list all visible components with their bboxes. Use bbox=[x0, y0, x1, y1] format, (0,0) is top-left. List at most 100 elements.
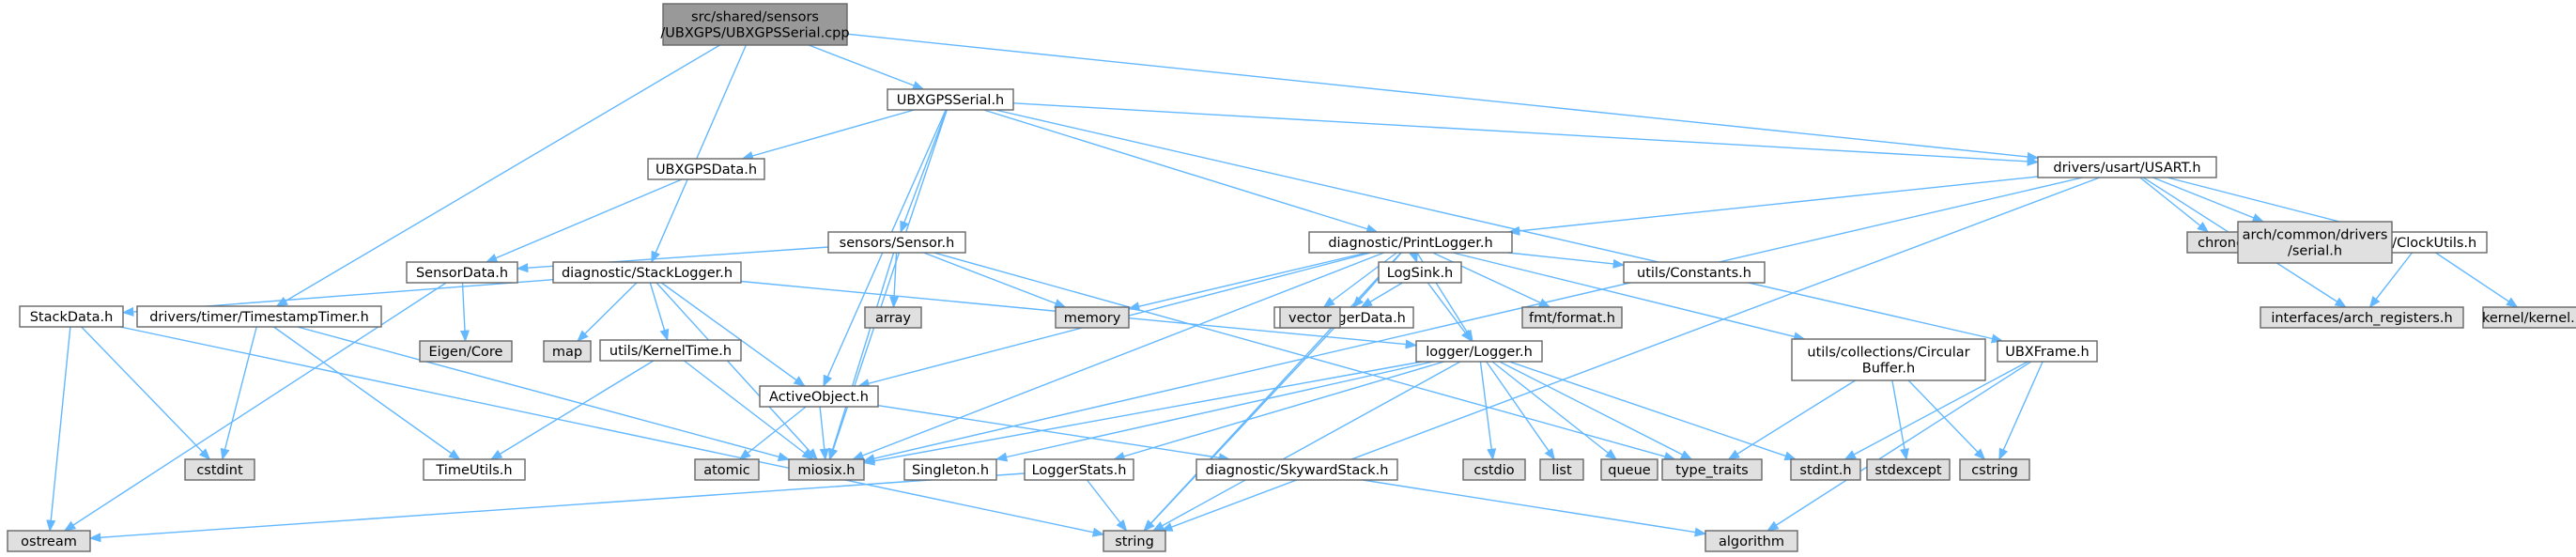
edge-kerneltime-to-miosix bbox=[683, 360, 814, 460]
node-label: StackData.h bbox=[30, 310, 114, 325]
node-constants[interactable]: utils/Constants.h bbox=[1623, 261, 1766, 284]
node-label: utils/collections/Circular bbox=[1807, 346, 1969, 361]
node-box-array bbox=[864, 306, 922, 329]
edge-ubxframe-to-cstring bbox=[1998, 361, 2044, 461]
node-ubxserial[interactable]: UBXGPSSerial.h bbox=[887, 88, 1014, 111]
node-box-memory bbox=[1055, 306, 1130, 329]
node-box-timeutils bbox=[423, 458, 526, 481]
edge-ubxserial-to-printlogger bbox=[983, 109, 1379, 234]
node-logger[interactable]: logger/Logger.h bbox=[1415, 340, 1543, 363]
node-label: logger/Logger.h bbox=[1426, 345, 1533, 360]
edge-timestamp-to-miosix bbox=[297, 326, 791, 462]
edge-sensordata-to-ostream bbox=[63, 282, 447, 532]
node-label: cstdio bbox=[1473, 463, 1514, 478]
node-stdinth: stdint.h bbox=[1790, 458, 1861, 481]
edge-sensor-to-memory bbox=[923, 252, 1067, 308]
node-label: /UBXGPS/UBXGPSSerial.cpp bbox=[660, 26, 849, 41]
edge-logger-to-string bbox=[1151, 361, 1461, 532]
node-memory: memory bbox=[1055, 306, 1130, 329]
node-cstring: cstring bbox=[1959, 458, 2030, 481]
edge-logger-to-typetraits bbox=[1499, 361, 1693, 460]
node-root[interactable]: src/shared/sensors/UBXGPS/UBXGPSSerial.c… bbox=[660, 3, 850, 46]
node-timestamp[interactable]: drivers/timer/TimestampTimer.h bbox=[136, 305, 382, 328]
edge-circular-to-cstring bbox=[1907, 379, 1986, 460]
node-skyward[interactable]: diagnostic/SkywardStack.h bbox=[1195, 458, 1398, 481]
node-serialh: arch/common/drivers/serial.h bbox=[2237, 221, 2393, 264]
node-label: diagnostic/SkywardStack.h bbox=[1206, 463, 1389, 478]
node-label: src/shared/sensors bbox=[691, 10, 819, 25]
node-ubxframe[interactable]: UBXFrame.h bbox=[1997, 340, 2098, 363]
node-label: drivers/usart/USART.h bbox=[2053, 161, 2200, 176]
node-typetraits: type_traits bbox=[1661, 458, 1763, 481]
edge-usart-to-printlogger bbox=[1507, 176, 2039, 236]
node-box-stdinth bbox=[1790, 458, 1861, 481]
node-box-kernel bbox=[2482, 306, 2576, 329]
node-box-sensordata bbox=[406, 261, 518, 284]
node-box-printlogger bbox=[1308, 231, 1513, 254]
node-label: vector bbox=[1288, 311, 1332, 326]
node-label: /serial.h bbox=[2288, 244, 2342, 259]
node-box-fmtformat bbox=[1521, 306, 1623, 329]
node-stackdata[interactable]: StackData.h bbox=[19, 305, 124, 328]
node-stacklogger[interactable]: diagnostic/StackLogger.h bbox=[552, 261, 742, 284]
node-printlogger[interactable]: diagnostic/PrintLogger.h bbox=[1308, 231, 1513, 254]
node-box-vector bbox=[1279, 306, 1341, 329]
node-cstdio: cstdio bbox=[1462, 458, 1526, 481]
edge-printloggerdata-to-string bbox=[1143, 327, 1335, 532]
node-label: interfaces/arch_registers.h bbox=[2271, 311, 2452, 326]
node-fmtformat: fmt/format.h bbox=[1521, 306, 1623, 329]
edge-logsink-to-printloggerdata bbox=[1360, 282, 1403, 308]
edge-activeobj-to-atomic bbox=[738, 406, 807, 460]
node-logsink[interactable]: LogSink.h bbox=[1378, 261, 1462, 284]
node-sensordata[interactable]: SensorData.h bbox=[406, 261, 518, 284]
edge-sensordata-to-eigencore bbox=[459, 282, 470, 343]
node-label: memory bbox=[1064, 311, 1121, 326]
edge-usart-to-miosix bbox=[862, 177, 2083, 464]
dependency-edges bbox=[46, 33, 2519, 543]
edge-sensor-to-typetraits bbox=[933, 252, 1676, 461]
node-usart[interactable]: drivers/usart/USART.h bbox=[2037, 156, 2217, 178]
edge-logger-to-stdinth bbox=[1508, 361, 1797, 461]
node-singleton[interactable]: Singleton.h bbox=[903, 458, 997, 481]
node-label: queue bbox=[1608, 463, 1651, 478]
edge-circular-to-stdexcept bbox=[1891, 379, 1909, 461]
node-sensor[interactable]: sensors/Sensor.h bbox=[827, 231, 966, 254]
node-label: LogSink.h bbox=[1387, 266, 1454, 281]
node-label: utils/KernelTime.h bbox=[609, 344, 732, 359]
node-timeutils[interactable]: TimeUtils.h bbox=[423, 458, 526, 481]
edge-logger-to-loggerstats bbox=[1112, 361, 1444, 461]
edge-timestamp-to-cstdint bbox=[220, 326, 257, 461]
node-box-archregs bbox=[2260, 306, 2464, 329]
edge-logger-to-list bbox=[1486, 361, 1556, 461]
edge-printlogger-to-circular bbox=[1452, 252, 1806, 342]
edge-stacklogger-to-miosix bbox=[656, 282, 818, 460]
node-cstdint: cstdint bbox=[184, 458, 255, 481]
node-array: array bbox=[864, 306, 922, 329]
edge-root-to-timestamp bbox=[275, 44, 720, 307]
node-label: map bbox=[552, 345, 582, 360]
node-box-typetraits bbox=[1661, 458, 1763, 481]
node-kerneltime[interactable]: utils/KernelTime.h bbox=[599, 339, 742, 362]
node-label: UBXGPSData.h bbox=[656, 162, 757, 178]
node-box-timestamp bbox=[136, 305, 382, 328]
node-gpsdata[interactable]: UBXGPSData.h bbox=[647, 158, 765, 180]
edge-ubxserial-to-usart bbox=[1012, 102, 2040, 166]
edge-activeobj-to-skyward bbox=[877, 405, 1231, 463]
node-label: algorithm bbox=[1719, 534, 1784, 549]
edge-printlogger-to-miosix bbox=[852, 252, 1384, 460]
node-activeobj[interactable]: ActiveObject.h bbox=[759, 385, 879, 408]
node-label: Eigen/Core bbox=[429, 345, 503, 360]
node-box-cstdio bbox=[1462, 458, 1526, 481]
node-label: TimeUtils.h bbox=[435, 463, 512, 478]
node-label: fmt/format.h bbox=[1529, 311, 1615, 326]
node-box-list bbox=[1539, 458, 1584, 481]
node-loggerstats[interactable]: LoggerStats.h bbox=[1024, 458, 1134, 481]
node-label: type_traits bbox=[1675, 463, 1748, 478]
node-box-map bbox=[543, 340, 592, 363]
edge-usart-to-chrono bbox=[2139, 177, 2210, 233]
edge-activeobj-to-miosix bbox=[819, 406, 829, 461]
node-box-string bbox=[1103, 530, 1166, 552]
node-box-stdexcept bbox=[1866, 458, 1951, 481]
